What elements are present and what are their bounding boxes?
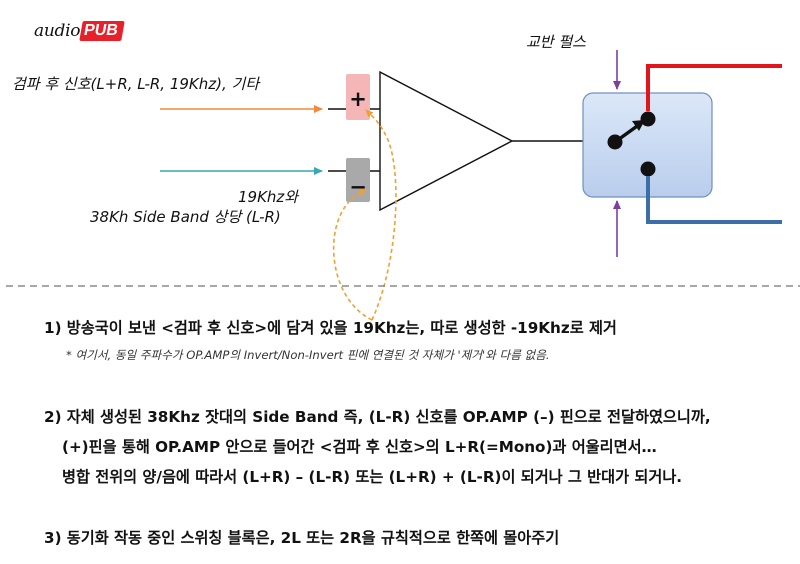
minus-symbol: − bbox=[349, 175, 367, 199]
switch-arm bbox=[614, 122, 641, 144]
switch-bottom-contact bbox=[640, 161, 656, 177]
switch-arm-arrowhead bbox=[632, 120, 645, 131]
op-amp-triangle bbox=[379, 70, 514, 212]
plus-pin-marker bbox=[346, 74, 370, 120]
switching-pulse-label: 교반 펄스 bbox=[526, 33, 586, 51]
note-item-2-line-3: 병합 전위의 양/음에 따라서 (L+R) – (L-R) 또는 (L+R) +… bbox=[62, 468, 683, 486]
input-signal-label: 검파 후 신호(L+R, L-R, 19Khz), 기타 bbox=[12, 75, 260, 93]
note-item-1: 1) 방송국이 보낸 <검파 후 신호>에 담겨 있을 19Khz는, 따로 생… bbox=[44, 319, 617, 337]
note-item-1-footnote: * 여기서, 동일 주파수가 OP.AMP의 Invert/Non-Invert… bbox=[66, 348, 550, 362]
switch-top-contact bbox=[640, 111, 656, 127]
subcarrier-label-line1: 19Khz와 bbox=[238, 188, 299, 206]
note-item-2-line-2: (+)핀을 통해 OP.AMP 안으로 들어간 <검파 후 신호>의 L+R(=… bbox=[62, 438, 657, 456]
output-bottom-line bbox=[646, 176, 782, 224]
plus-symbol: + bbox=[349, 87, 367, 111]
note-item-3: 3) 동기화 작동 중인 스위칭 블록은, 2L 또는 2R을 규칙적으로 한쪽… bbox=[44, 529, 560, 547]
note-item-2-line-1: 2) 자체 생성된 38Khz 잣대의 Side Band 즉, (L-R) 신… bbox=[44, 408, 711, 426]
audiopub-logo: audio PUB bbox=[34, 18, 125, 44]
logo-text-audio: audio bbox=[34, 21, 81, 41]
output-top-line bbox=[646, 64, 782, 111]
logo-text-pub: PUB bbox=[79, 21, 125, 41]
subcarrier-label-line2: 38Kh Side Band 상당 (L-R) bbox=[90, 208, 281, 226]
dashed-arrow-to-minus bbox=[332, 189, 373, 321]
